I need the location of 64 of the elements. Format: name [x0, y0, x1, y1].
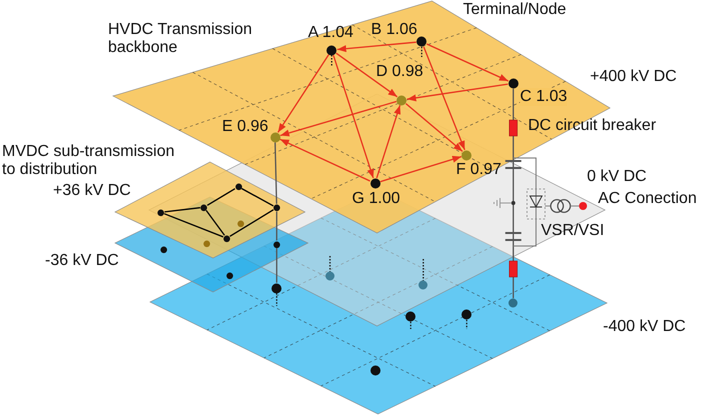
node-label: B 1.06 — [371, 21, 418, 39]
connection-line — [512, 88, 514, 298]
node-label: A 1.04 — [308, 24, 354, 42]
annotation-label: Terminal/Node — [463, 1, 566, 19]
connection-line — [206, 188, 236, 206]
node-dot-icon — [326, 44, 338, 56]
node-dot-icon — [202, 240, 210, 248]
node-label: D 0.98 — [376, 63, 424, 81]
node-dot-icon — [156, 208, 164, 216]
voltage-label: +36 kV DC — [53, 182, 131, 200]
node-label: C 1.03 — [520, 88, 568, 106]
arrow — [423, 46, 466, 150]
connection-line — [276, 212, 278, 240]
connection-line — [164, 207, 200, 213]
arrow — [405, 103, 463, 152]
node-dot-icon — [461, 309, 472, 320]
node-dot-icon — [370, 365, 381, 376]
arrow — [426, 43, 509, 82]
node-dot-icon — [370, 178, 380, 189]
node-label: G 1.00 — [352, 190, 400, 208]
node-dot-icon — [508, 78, 519, 89]
voltage-label: 0 kV DC — [587, 168, 647, 186]
arrow — [280, 100, 397, 136]
node-dot-icon — [325, 271, 335, 281]
node-dot-icon — [508, 298, 518, 308]
connection-line — [241, 188, 274, 206]
component-label: DC circuit breaker — [528, 117, 656, 135]
arrow — [332, 55, 374, 178]
node-dot-icon — [461, 150, 472, 160]
connection-line — [206, 210, 226, 236]
node-dot-icon — [226, 272, 234, 280]
arrow — [336, 52, 398, 98]
node-dot-icon — [271, 282, 282, 294]
component-label: VSR/VSI — [541, 222, 604, 240]
node-dot-icon — [222, 234, 230, 242]
node-dot-icon — [236, 220, 244, 228]
node-dot-icon — [270, 132, 280, 142]
node-dot-icon — [160, 246, 168, 254]
layer-title: HVDC Transmission backbone — [108, 21, 254, 57]
connection-line — [164, 213, 224, 238]
node-dot-icon — [200, 204, 208, 212]
connection-line — [230, 209, 274, 237]
arrow — [376, 105, 401, 178]
arrow — [407, 83, 508, 102]
node-label: F 0.97 — [456, 161, 502, 179]
node-dot-icon — [234, 182, 242, 190]
node-dot-icon — [272, 204, 280, 212]
voltage-label: +400 kV DC — [590, 68, 677, 86]
voltage-label: -36 kV DC — [45, 252, 119, 270]
node-label: E 0.96 — [222, 118, 268, 136]
connection-line — [274, 142, 278, 204]
node-dot-icon — [416, 36, 428, 48]
arrow — [277, 54, 330, 133]
arrow — [380, 156, 462, 182]
arrow — [337, 42, 416, 52]
connection-line — [276, 248, 278, 283]
node-dot-icon — [272, 240, 280, 248]
node-dot-icon — [405, 311, 416, 322]
component-label: AC Conection — [598, 190, 697, 208]
node-dot-icon — [418, 280, 428, 290]
arrow — [280, 138, 370, 182]
layer-title: MVDC sub-transmission to distribution — [2, 143, 176, 179]
voltage-label: -400 kV DC — [603, 318, 686, 336]
node-dot-icon — [396, 94, 408, 106]
